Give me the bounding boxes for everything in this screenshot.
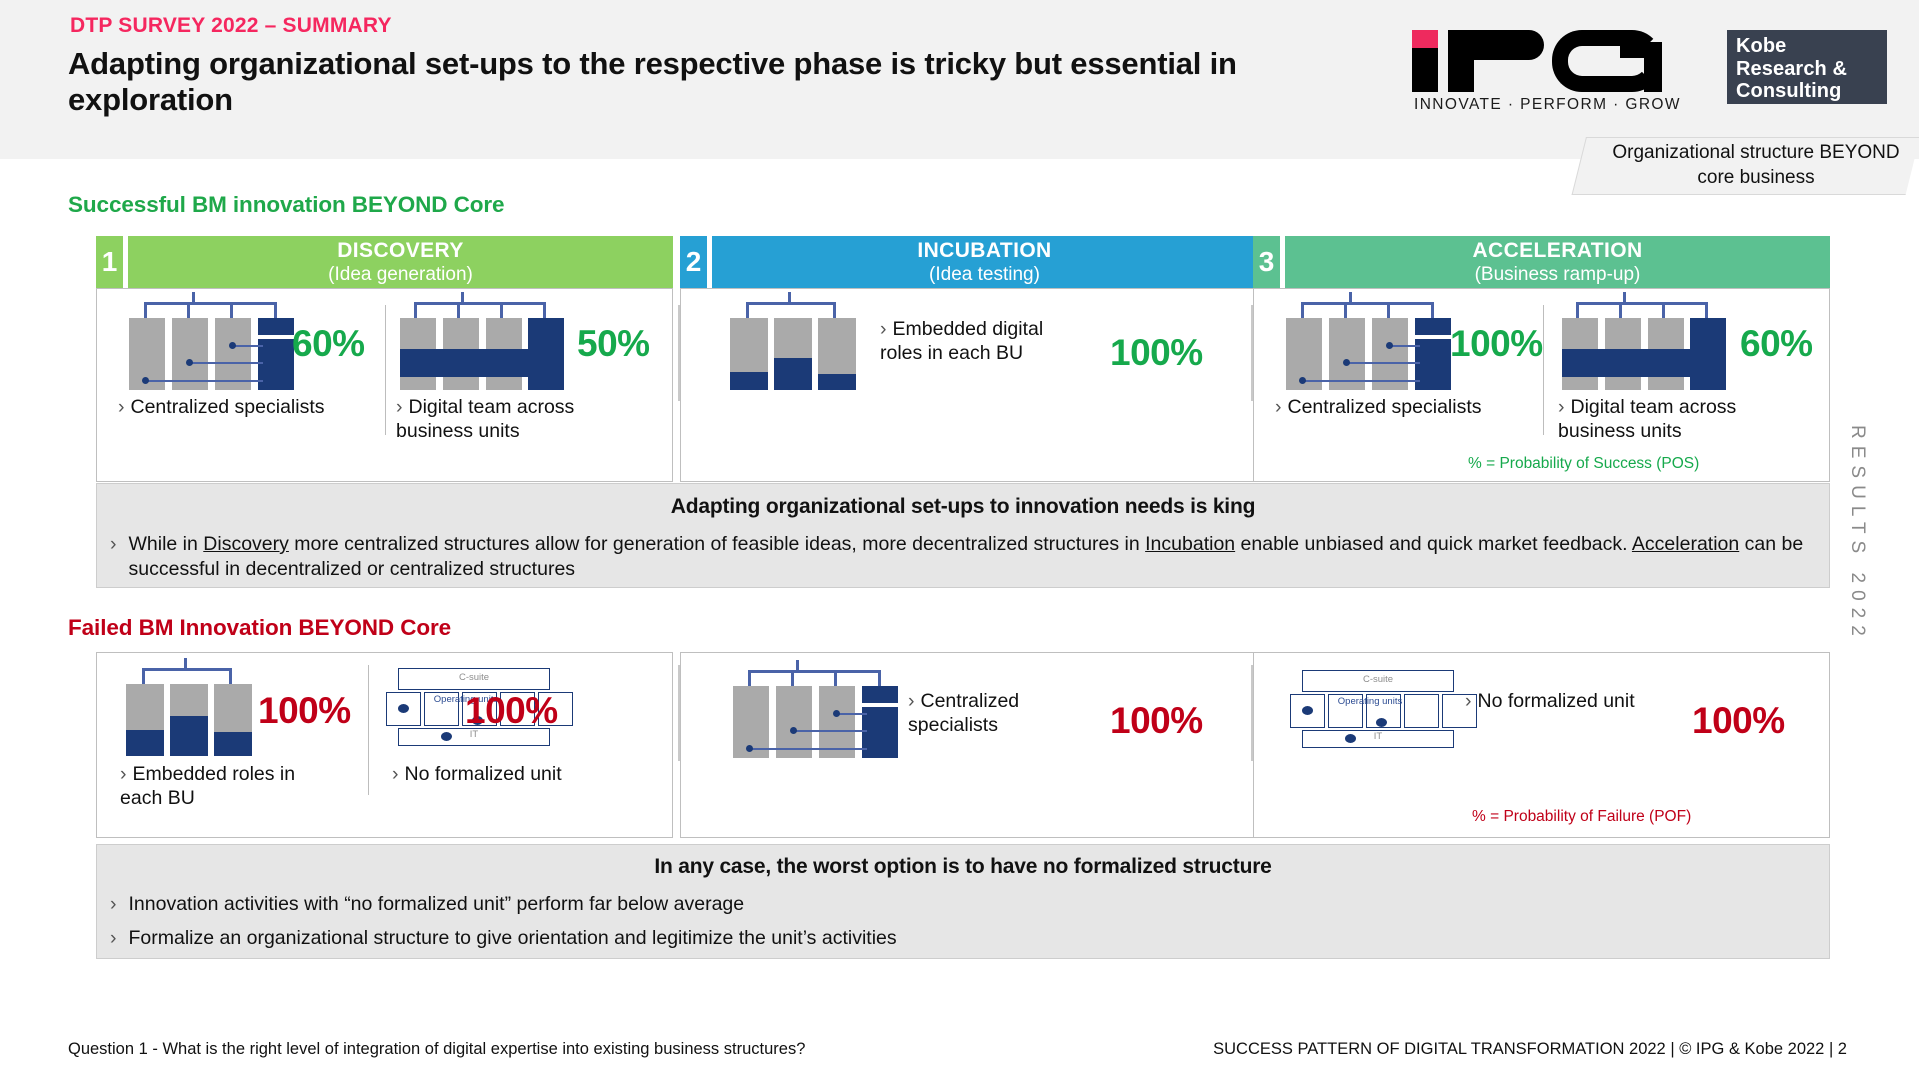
ipg-logo-tagline: INNOVATE · PERFORM · GROW bbox=[1414, 96, 1681, 113]
kicker-label: DTP SURVEY 2022 – SUMMARY bbox=[70, 14, 392, 37]
phase-name-discovery: DISCOVERY bbox=[337, 239, 464, 262]
insight-bullet-text: Innovation activities with “no formalize… bbox=[128, 893, 745, 915]
bullet-chevron-icon: › bbox=[118, 396, 125, 418]
panel-failed-acceleration bbox=[1253, 652, 1830, 838]
footnote-pos: % = Probability of Success (POS) bbox=[1468, 455, 1700, 472]
panel-divider bbox=[1543, 305, 1544, 435]
insight-box-failed bbox=[96, 844, 1830, 959]
insight-title: Adapting organizational set-ups to innov… bbox=[670, 495, 1256, 518]
bullet-chevron-icon: › bbox=[120, 763, 127, 785]
insight-bullet: › While in Discovery more centralized st… bbox=[110, 532, 1810, 581]
footer-source: SUCCESS PATTERN OF DIGITAL TRANSFORMATIO… bbox=[1213, 1040, 1847, 1058]
phase-name-acceleration: ACCELERATION bbox=[1472, 239, 1643, 262]
ipg-logo-letter-g bbox=[1552, 30, 1662, 92]
org-icon-centralized-unit bbox=[124, 292, 294, 390]
bullet-chevron-icon: › bbox=[396, 396, 403, 418]
csuite-label: C-suite bbox=[1362, 674, 1394, 685]
phase-sub-incubation: (Idea testing) bbox=[929, 263, 1040, 285]
percent-value: 100% bbox=[1450, 323, 1543, 364]
phase-number-3: 3 bbox=[1253, 236, 1280, 288]
operating-units-label: Operating units bbox=[1337, 696, 1403, 707]
insight-bullet-text: While in Discovery more centralized stru… bbox=[128, 533, 1804, 580]
percent-value: 100% bbox=[465, 690, 558, 731]
phase-bar-discovery: DISCOVERY (Idea generation) bbox=[128, 236, 673, 288]
ipg-logo-letter-i bbox=[1412, 48, 1438, 92]
it-label: IT bbox=[469, 729, 479, 740]
org-icon-digital-team-across bbox=[1562, 292, 1726, 390]
item-label: ›Centralized specialists bbox=[908, 690, 1020, 736]
percent-value: 60% bbox=[292, 323, 365, 364]
item-label: ›Centralized specialists bbox=[118, 396, 325, 418]
insight-bullet: › Formalize an organizational structure … bbox=[110, 926, 1810, 951]
csuite-label: C-suite bbox=[458, 672, 490, 683]
item-label: ›Digital team across business units bbox=[396, 396, 575, 442]
org-icon-digital-team-across bbox=[400, 292, 564, 390]
bullet-chevron-icon: › bbox=[110, 893, 117, 915]
item-label: ›No formalized unit bbox=[1465, 690, 1635, 712]
item-label: ›Digital team across business units bbox=[1558, 396, 1737, 442]
percent-value: 100% bbox=[1692, 700, 1785, 741]
bullet-chevron-icon: › bbox=[110, 533, 117, 555]
bullet-chevron-icon: › bbox=[110, 927, 117, 949]
org-icon-centralized-unit bbox=[728, 660, 898, 758]
results-year-side-label: RESULTS 2022 bbox=[1847, 425, 1868, 643]
panel-divider bbox=[385, 305, 386, 435]
panel-divider bbox=[368, 665, 369, 795]
bullet-chevron-icon: › bbox=[880, 318, 887, 340]
item-label: ›Embedded digital roles in each BU bbox=[880, 318, 1044, 364]
phase-sub-discovery: (Idea generation) bbox=[328, 263, 473, 285]
insight-bullet: › Innovation activities with “no formali… bbox=[110, 892, 1810, 917]
section-heading-success: Successful BM innovation BEYOND Core bbox=[68, 192, 505, 217]
ipg-logo: INNOVATE · PERFORM · GROW bbox=[1412, 30, 1702, 122]
percent-value: 100% bbox=[1110, 332, 1203, 373]
topic-flag-label: Organizational structure BEYOND core bus… bbox=[1612, 142, 1900, 189]
bullet-chevron-icon: › bbox=[908, 690, 915, 712]
footer-question: Question 1 - What is the right level of … bbox=[68, 1040, 806, 1058]
phase-bar-acceleration: ACCELERATION (Business ramp-up) bbox=[1285, 236, 1830, 288]
bullet-chevron-icon: › bbox=[1465, 690, 1472, 712]
item-label: ›No formalized unit bbox=[392, 763, 562, 785]
footnote-pof: % = Probability of Failure (POF) bbox=[1472, 808, 1692, 825]
ipg-logo-mark bbox=[1412, 30, 1702, 92]
bullet-chevron-icon: › bbox=[1558, 396, 1565, 418]
item-label: ›Embedded roles in each BU bbox=[120, 763, 296, 809]
phase-number-1: 1 bbox=[96, 236, 123, 288]
bullet-chevron-icon: › bbox=[392, 763, 399, 785]
org-icon-centralized-unit bbox=[1281, 292, 1451, 390]
phase-bar-incubation: INCUBATION (Idea testing) bbox=[712, 236, 1257, 288]
insight-title: In any case, the worst option is to have… bbox=[654, 855, 1272, 878]
item-label: ›Centralized specialists bbox=[1275, 396, 1482, 418]
insight-box-success bbox=[96, 483, 1830, 588]
ipg-logo-dot bbox=[1412, 30, 1438, 52]
it-label: IT bbox=[1373, 731, 1383, 742]
phase-name-incubation: INCUBATION bbox=[917, 239, 1052, 262]
bullet-chevron-icon: › bbox=[1275, 396, 1282, 418]
ipg-logo-letter-p bbox=[1448, 30, 1544, 92]
percent-value: 100% bbox=[258, 690, 351, 731]
percent-value: 50% bbox=[577, 323, 650, 364]
page-title: Adapting organizational set-ups to the r… bbox=[68, 46, 1237, 118]
org-icon-embedded-roles bbox=[126, 658, 256, 756]
org-icon-no-formalized-unit: C-suite Operating units IT bbox=[386, 668, 573, 746]
phase-number-2: 2 bbox=[680, 236, 707, 288]
section-heading-failed: Failed BM Innovation BEYOND Core bbox=[68, 615, 452, 640]
insight-bullet-text: Formalize an organizational structure to… bbox=[128, 927, 897, 949]
phase-sub-acceleration: (Business ramp-up) bbox=[1474, 263, 1641, 285]
percent-value: 60% bbox=[1740, 323, 1813, 364]
org-icon-no-formalized-unit: C-suite Operating units IT bbox=[1290, 670, 1477, 748]
org-icon-embedded-roles bbox=[730, 292, 860, 390]
operating-units-label: Operating units bbox=[433, 694, 499, 705]
percent-value: 100% bbox=[1110, 700, 1203, 741]
